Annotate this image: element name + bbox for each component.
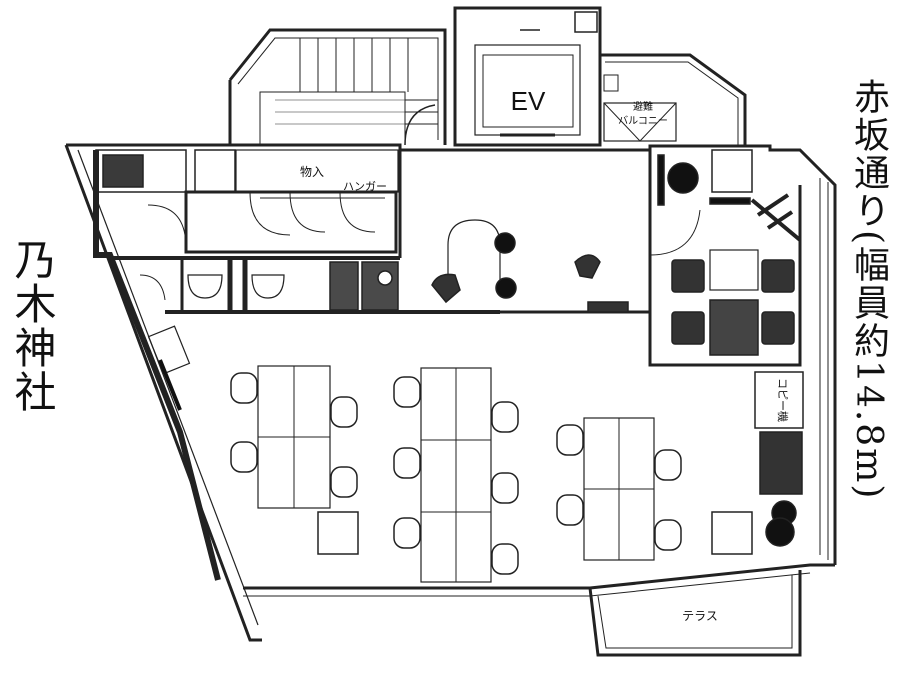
nogi-shrine-street-label: 乃木神社 bbox=[8, 238, 57, 414]
storage-closets bbox=[95, 149, 399, 254]
desk-cluster-right bbox=[556, 417, 753, 561]
terrace-label: テラス bbox=[682, 609, 718, 623]
desk-cluster-center bbox=[393, 367, 519, 583]
elevator bbox=[453, 6, 602, 147]
akasaka-street-label: 赤坂通り(幅員約14.8m) bbox=[848, 78, 889, 501]
hanger-label: ハンガー bbox=[343, 180, 387, 193]
elevator-label: EV bbox=[511, 86, 546, 116]
desk-cluster-left bbox=[230, 365, 359, 555]
restrooms bbox=[110, 256, 500, 314]
evacuation-balcony bbox=[600, 53, 747, 146]
terrace bbox=[588, 570, 802, 657]
copier-label: コピー機 bbox=[776, 378, 790, 422]
storage-label: 物入 bbox=[300, 165, 324, 179]
exterior-walls bbox=[64, 143, 837, 642]
meeting-room bbox=[648, 149, 802, 367]
entrance-hall bbox=[398, 150, 650, 314]
entry-door-left bbox=[147, 325, 191, 411]
copier-area bbox=[754, 371, 804, 547]
staircase bbox=[228, 28, 447, 146]
evac-balcony-label-line2: バルコニー bbox=[618, 115, 668, 127]
evac-balcony-label-line1: 避難 bbox=[633, 100, 653, 113]
